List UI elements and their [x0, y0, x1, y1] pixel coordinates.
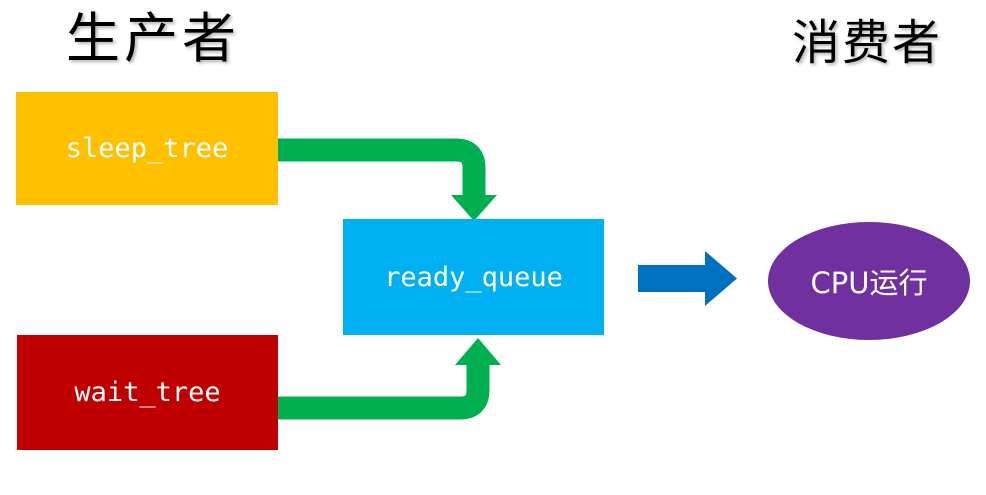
cpu-ellipse: CPU运行: [768, 222, 970, 340]
ready-to-cpu-arrow: [638, 251, 737, 306]
sleep-tree-label: sleep_tree: [65, 133, 229, 164]
sleep-to-ready-arrowhead: [451, 195, 497, 221]
ready-queue-node: ready_queue: [343, 219, 604, 335]
ready-to-cpu-arrowhead: [638, 251, 737, 306]
wait-tree-label: wait_tree: [74, 377, 221, 408]
sleep-to-ready-line: [278, 138, 486, 196]
wait-to-ready-line: [278, 364, 490, 420]
wait-to-ready-arrow: [278, 338, 501, 420]
cpu-label: CPU运行: [810, 266, 928, 300]
sleep-to-ready-arrow: [278, 138, 497, 221]
sleep-tree-node: sleep_tree: [16, 92, 278, 205]
wait-tree-node: wait_tree: [17, 335, 278, 450]
producer-title: 生产者: [66, 9, 240, 69]
consumer-title: 消费者: [792, 17, 943, 70]
ready-queue-label: ready_queue: [384, 261, 563, 293]
wait-to-ready-arrowhead: [455, 338, 501, 365]
